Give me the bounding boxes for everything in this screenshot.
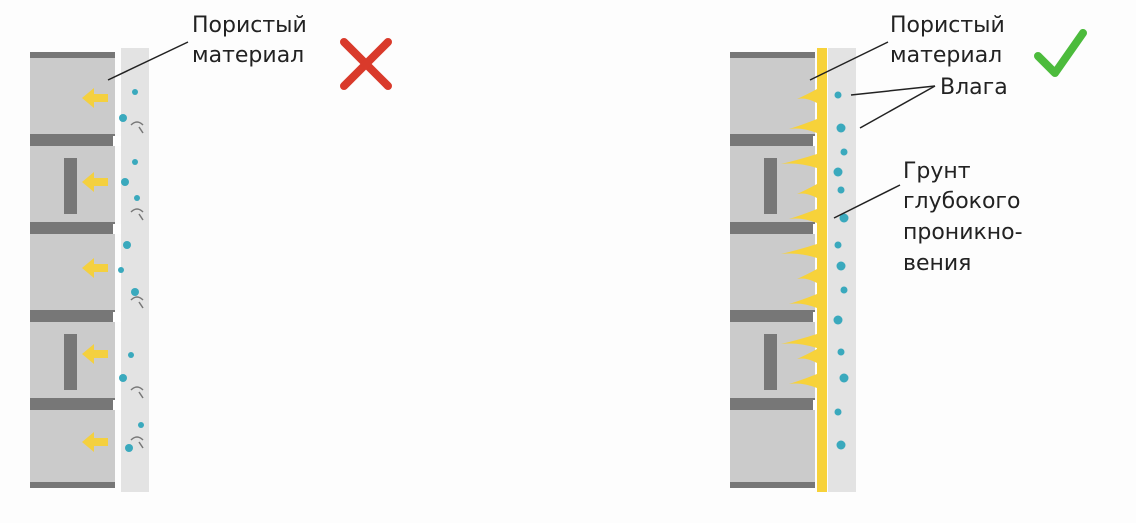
moisture-dot (132, 159, 138, 165)
joint-gap (113, 400, 121, 410)
joint-gap (113, 224, 121, 234)
moisture-dot (834, 241, 842, 249)
primer-penetration (789, 374, 817, 388)
left-material-leader-line (107, 41, 189, 81)
moisture-dot (134, 195, 140, 201)
joint-gap (113, 136, 121, 146)
moisture-dot (834, 91, 842, 99)
moisture-dot (123, 241, 131, 249)
right-material-label-line1: Пористый (890, 13, 1005, 38)
primer-label-line1: Грунт (903, 159, 971, 184)
vertical-joint (64, 334, 77, 390)
moisture-dot (836, 440, 846, 450)
right-material-leader-line (809, 41, 889, 81)
primer-penetration (789, 209, 817, 223)
primer-penetration (797, 184, 817, 198)
brick (730, 234, 815, 310)
plaster-crack (130, 208, 144, 221)
primer-label-line3: проникно- (903, 220, 1023, 245)
moisture-leader-line-1 (850, 85, 936, 96)
moisture-dot (840, 148, 848, 156)
right-wall-section (730, 48, 856, 492)
vertical-joint (64, 158, 77, 214)
moisture-dot (839, 213, 849, 223)
moisture-dot (131, 288, 139, 296)
plaster-crack (130, 386, 144, 399)
moisture-dot (138, 422, 144, 428)
primer-penetration (781, 244, 817, 258)
brick-half (777, 158, 815, 214)
primer-label-line2: глубокого (903, 189, 1021, 214)
brick-half (730, 334, 768, 390)
moisture-dot (833, 167, 843, 177)
moisture-arrow (82, 172, 108, 192)
left-wall-section (30, 48, 149, 492)
moisture-arrow (82, 88, 108, 108)
plaster-layer (121, 48, 149, 492)
moisture-dot (837, 186, 845, 194)
moisture-dot (119, 114, 127, 122)
moisture-dot (837, 348, 845, 356)
moisture-dot (119, 374, 127, 382)
vertical-joint (764, 158, 777, 214)
primer-penetration (797, 349, 817, 363)
brick (730, 58, 815, 134)
primer-penetration (781, 334, 817, 348)
left-material-label-line1: Пористый (192, 13, 307, 38)
primer-penetration (797, 269, 817, 283)
moisture-arrow (82, 344, 108, 364)
moisture-label: Влага (940, 75, 1008, 100)
brick-half (730, 158, 768, 214)
primer-layer (817, 48, 827, 492)
joint-gap (113, 312, 121, 322)
moisture-arrow (82, 258, 108, 278)
moisture-dot (836, 123, 846, 133)
moisture-dot (125, 444, 133, 452)
cross-icon (340, 38, 392, 90)
check-icon (1034, 29, 1087, 77)
moisture-dot (833, 315, 843, 325)
primer-penetration (797, 89, 817, 103)
moisture-dot (834, 408, 842, 416)
moisture-dot (132, 89, 138, 95)
moisture-dot (840, 286, 848, 294)
moisture-dot (836, 261, 846, 271)
moisture-dot (118, 267, 124, 273)
plaster-crack (130, 121, 144, 134)
moisture-dot (121, 178, 129, 186)
primer-label-line4: вения (903, 251, 972, 276)
plaster-crack (130, 436, 144, 449)
brick-half (30, 334, 68, 390)
moisture-dot (839, 373, 849, 383)
moisture-dot (128, 352, 134, 358)
primer-leader-line (833, 184, 901, 219)
moisture-leader-line-2 (859, 85, 936, 129)
left-material-label-line2: материал (192, 43, 305, 68)
brick-half (30, 158, 68, 214)
moisture-arrow (82, 432, 108, 452)
plaster-crack (130, 296, 144, 309)
right-material-label-line2: материал (890, 43, 1003, 68)
primer-penetration (781, 154, 817, 168)
vertical-joint (764, 334, 777, 390)
brick-half (77, 334, 115, 390)
primer-penetration (789, 119, 817, 133)
brick (730, 410, 815, 482)
primer-penetration (789, 294, 817, 308)
